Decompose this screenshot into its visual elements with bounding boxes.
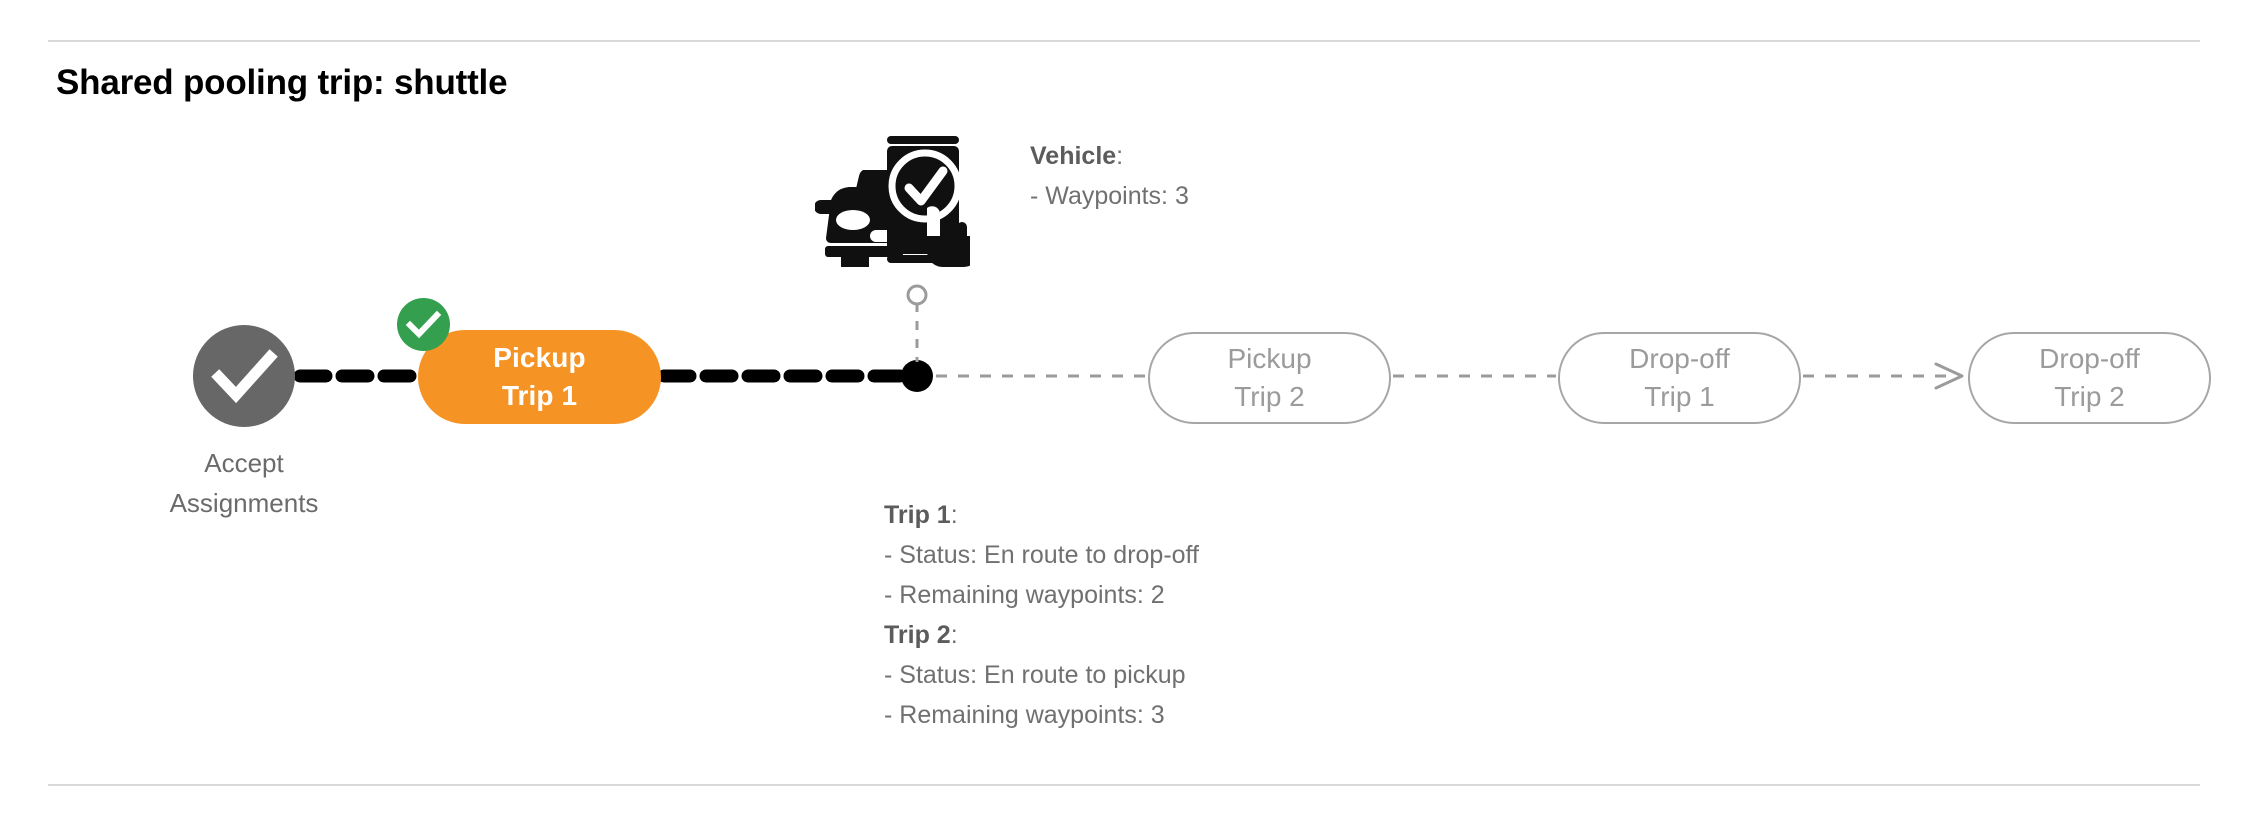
start-label-line2: Assignments [169,488,319,518]
step-label-line2: Trip 1 [501,380,578,411]
trip2-heading: Trip 2: [884,615,1199,655]
trip2-waypoints-row: - Remaining waypoints: 3 [884,701,1165,729]
check-badge-icon [397,298,450,351]
accept-assignments-node[interactable] [193,325,295,427]
trip2-heading-text: Trip 2 [884,621,951,649]
step-label-line2: Trip 1 [1644,381,1715,412]
step-label-line1: Drop-off [1629,343,1730,374]
vehicle-callout-heading-text: Vehicle [1030,142,1117,170]
step-pickup-trip-2[interactable]: Pickup Trip 2 [1148,332,1391,424]
vehicle-position-dot [901,360,933,392]
page-title: Shared pooling trip: shuttle [56,63,508,102]
trip1-heading-suffix: : [950,501,958,529]
top-divider [48,40,2200,42]
step-label-line2: Trip 2 [2054,381,2125,412]
trip1-heading-text: Trip 1 [884,501,951,529]
connector-arrowhead [1934,362,1964,390]
trip1-waypoints-row: - Remaining waypoints: 2 [884,581,1165,609]
trip2-heading-suffix: : [950,621,958,649]
step-dropoff-trip-1[interactable]: Drop-off Trip 1 [1558,332,1801,424]
vehicle-leader-endpoint [906,284,928,306]
trip1-heading: Trip 1: [884,495,1199,535]
check-circle-icon [211,349,278,404]
car-phone-check-icon [815,136,970,267]
step-dropoff-trip-2[interactable]: Drop-off Trip 2 [1968,332,2211,424]
vehicle-callout-heading-suffix: : [1116,142,1124,170]
step-label-line1: Pickup [493,342,586,373]
step-label-line2: Trip 2 [1234,381,1305,412]
vehicle-callout-row: - Waypoints: 3 [1030,182,1189,210]
accept-assignments-label: Accept Assignments [144,443,344,523]
step-label-line1: Pickup [1227,343,1312,374]
bottom-divider [48,784,2200,786]
vehicle-callout-heading: Vehicle: [1030,136,1189,176]
step-label-line1: Drop-off [2039,343,2140,374]
trips-callout: Trip 1: - Status: En route to drop-off -… [884,495,1199,735]
start-node-circle [193,325,295,427]
vehicle-callout: Vehicle: - Waypoints: 3 [1030,136,1189,216]
start-label-line1: Accept [204,448,284,478]
trip1-status-row: - Status: En route to drop-off [884,541,1199,569]
step-pickup-trip-1[interactable]: Pickup Trip 1 [418,330,661,424]
trip2-status-row: - Status: En route to pickup [884,661,1186,689]
